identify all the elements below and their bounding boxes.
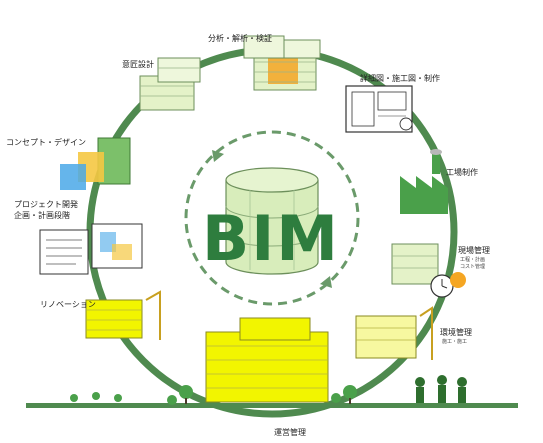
- concept-cube-icon: [60, 137, 131, 190]
- stage-sublabel-cost-1: 工程・計画: [460, 257, 486, 263]
- stage-sublabel-environment: 施工・施工: [442, 339, 468, 345]
- project-plan-icon: [39, 223, 143, 275]
- stage-label-factory: 工場制作: [446, 168, 478, 177]
- design-building-icon: [139, 57, 201, 111]
- stage-label-concept: コンセプト・デザイン: [6, 138, 86, 147]
- stage-label-operation: 運営管理: [274, 428, 306, 437]
- stage-label-project-1: プロジェクト開発: [14, 200, 78, 209]
- bim-center-title: BIM: [201, 202, 341, 275]
- cycle-arrowhead-bottom: [320, 276, 332, 288]
- cost-management-icon: [391, 243, 466, 298]
- stage-label-detail: 詳細図・施工図・制作: [360, 74, 440, 83]
- factory-icon: [400, 149, 448, 214]
- detail-drawing-icon: [345, 85, 413, 133]
- stage-label-renovation: リノベーション: [40, 300, 96, 309]
- people-icon: [415, 375, 467, 403]
- stage-label-design: 意匠設計: [122, 60, 154, 69]
- stage-label-cost: 現場管理: [458, 246, 490, 255]
- operation-building-icon: [205, 317, 329, 403]
- tree-icon: [70, 385, 357, 405]
- stage-label-environment: 環境管理: [440, 328, 472, 337]
- stage-sublabel-cost-2: コスト管理: [460, 264, 486, 270]
- environment-building-icon: [355, 306, 433, 360]
- inner-dashed-cycle: [184, 130, 360, 306]
- stage-label-project-2: 企画・計画段階: [14, 211, 70, 220]
- stage-label-analysis: 分析・解析・検証: [208, 34, 272, 43]
- ground-line: [26, 403, 518, 408]
- renovation-building-icon: [85, 290, 161, 340]
- bim-database-icon: [225, 167, 319, 275]
- analysis-building-icon: [243, 35, 321, 91]
- cycle-arrowhead-top: [212, 150, 224, 162]
